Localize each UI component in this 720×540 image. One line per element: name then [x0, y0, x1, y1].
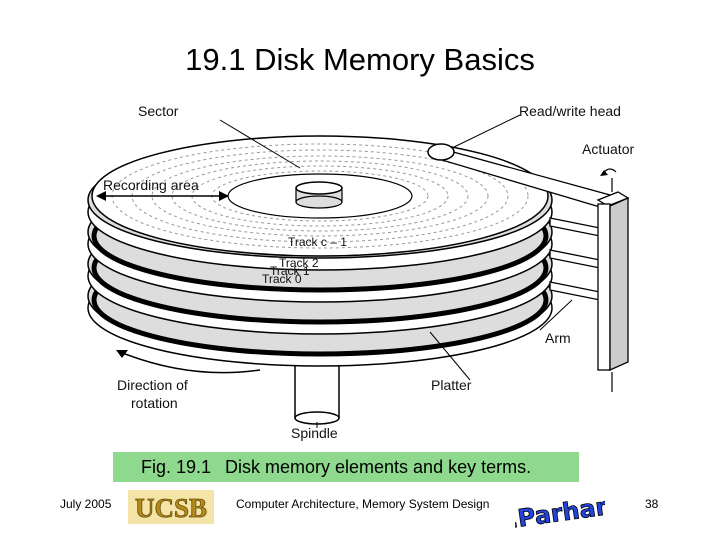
- track-c-1-label: Track c – 1: [288, 235, 347, 249]
- rotation-arrow: [116, 350, 261, 374]
- spindle-shaft: [294, 359, 340, 425]
- spindle-label: Spindle: [291, 425, 338, 441]
- footer-date: July 2005: [60, 497, 112, 511]
- recording-area-label: Recording area: [103, 177, 199, 193]
- footer-course-title: Computer Architecture, Memory System Des…: [236, 497, 490, 511]
- recording-area-arrow: [96, 191, 229, 201]
- sector-label: Sector: [138, 103, 179, 119]
- actuator-label: Actuator: [582, 141, 634, 157]
- track-2-label: Track 2: [279, 256, 319, 270]
- spindle-top: [295, 181, 343, 209]
- parhami-signature-logo: B.Parhami: [515, 489, 605, 531]
- svg-text:UCSB: UCSB: [135, 493, 207, 523]
- page-number: 38: [645, 497, 659, 511]
- figure-caption: Fig. 19.1 Disk memory elements and key t…: [113, 452, 579, 482]
- read-write-head: [427, 143, 455, 161]
- slide-title: 19.1 Disk Memory Basics: [185, 42, 535, 77]
- actuator: [596, 168, 630, 392]
- track-1-label: Track 1: [270, 264, 310, 278]
- figure-caption-text: Disk memory elements and key terms.: [225, 456, 532, 477]
- figure-number: Fig. 19.1: [140, 456, 211, 477]
- ucsb-logo: UCSB: [128, 490, 214, 524]
- arm-label: Arm: [545, 330, 571, 346]
- leader-lines: [219, 114, 573, 428]
- direction-label-line1: Direction of: [117, 377, 188, 393]
- direction-label-line2: rotation: [131, 395, 178, 411]
- svg-text:B.Parhami: B.Parhami: [515, 489, 605, 531]
- platter-stack: [87, 135, 553, 367]
- read-write-head-label: Read/write head: [519, 103, 621, 119]
- platter-label: Platter: [431, 377, 472, 393]
- track-0-label: Track 0: [262, 272, 302, 286]
